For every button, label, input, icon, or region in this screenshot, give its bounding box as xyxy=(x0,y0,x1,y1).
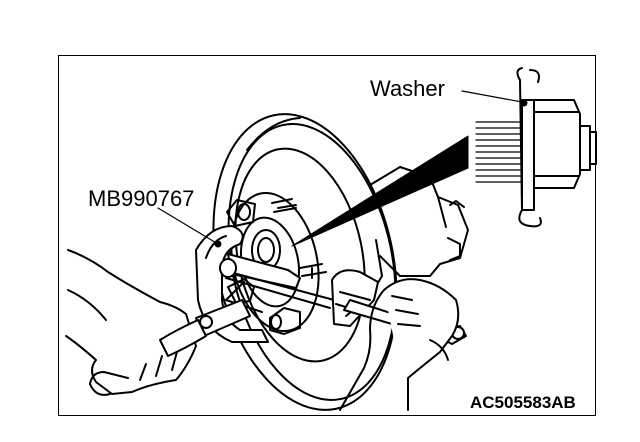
open-end-wrench xyxy=(159,299,251,357)
tool-leader-dot xyxy=(214,240,222,248)
wheel-studs xyxy=(226,198,327,335)
washer-label: Washer xyxy=(370,76,445,101)
figure-code-label: AC505583AB xyxy=(470,393,576,412)
left-hand xyxy=(65,249,197,396)
figure-frame xyxy=(58,55,596,416)
washer-detail xyxy=(470,67,597,228)
washer-leader-line xyxy=(461,90,523,103)
right-hand xyxy=(339,278,460,411)
tool-label: MB990767 xyxy=(88,186,194,211)
tool-leader-line xyxy=(157,207,219,245)
washer-leader-dot xyxy=(520,99,528,107)
detail-pointer-wedge xyxy=(291,135,469,247)
